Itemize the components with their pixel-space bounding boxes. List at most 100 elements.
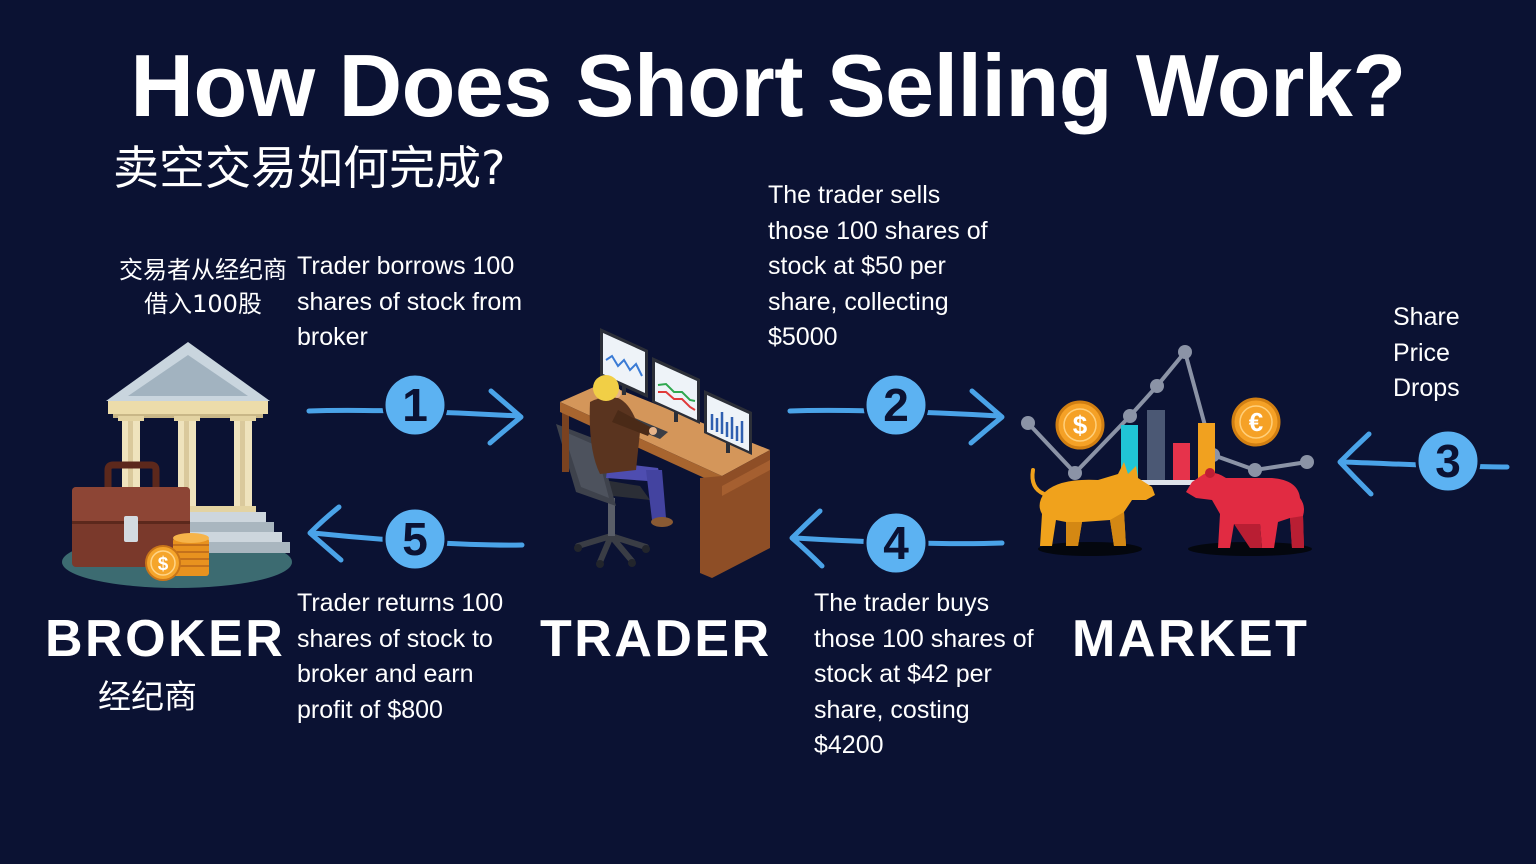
- office-chair-icon: [556, 424, 650, 568]
- step-number: 2: [883, 379, 909, 431]
- step-3-arrow: 3: [1337, 428, 1510, 497]
- chair-wheel: [628, 559, 636, 567]
- bank-column-capital: [174, 416, 200, 421]
- market-illustration: $ €: [1021, 345, 1314, 556]
- coin-symbol: €: [1249, 407, 1263, 437]
- caption-line: The trader buys: [814, 589, 990, 617]
- chart-dot: [1178, 345, 1192, 359]
- screen-line-chart: [605, 354, 643, 377]
- bar-chart-icon: [1114, 410, 1222, 485]
- chart-bar: [1173, 443, 1190, 482]
- trader-person: [589, 375, 673, 527]
- bull-shadow: [1038, 542, 1142, 556]
- trader-label: TRADER: [540, 610, 772, 668]
- chair-wheel: [574, 544, 582, 552]
- bank-entablature: [108, 401, 268, 414]
- trader-shoe: [651, 517, 673, 527]
- chair-stem: [608, 498, 615, 536]
- step-2-arrow: 2: [787, 372, 1005, 446]
- caption-line: shares of stock to: [297, 624, 493, 653]
- chair-wheel: [596, 560, 604, 568]
- bear-ear: [1205, 468, 1215, 478]
- bull-icon: [1030, 462, 1155, 546]
- screen-bar-chart: [710, 412, 744, 443]
- caption-line: Price: [1393, 338, 1450, 367]
- caption-line: $4200: [814, 731, 884, 759]
- chart-dot: [1150, 379, 1164, 393]
- step-badge: [863, 510, 929, 576]
- desk-leg: [562, 410, 569, 472]
- step-1-caption: Trader borrows 100 shares of stock from …: [297, 249, 522, 356]
- chart-dot: [1123, 409, 1137, 423]
- bear-body: [1186, 472, 1304, 548]
- caption-line: broker and earn: [297, 660, 474, 688]
- monitor-icon: [704, 390, 752, 455]
- caption-line: profit of $800: [297, 695, 443, 724]
- monitor-stand: [674, 412, 678, 422]
- step-3-caption: Share Price Drops: [1393, 300, 1460, 407]
- caption-line: Trader returns 100: [297, 589, 504, 617]
- caption-line: 交易者从经纪商: [119, 256, 287, 284]
- page-title: How Does Short Selling Work?: [130, 36, 1406, 135]
- caption-line: stock at $50 per: [768, 252, 946, 280]
- bank-column-shade: [184, 418, 189, 510]
- caption-line: $5000: [768, 323, 838, 351]
- caption-line: those 100 shares of: [768, 216, 988, 245]
- bank-column-capital: [230, 416, 256, 421]
- step-5-caption: Trader returns 100 shares of stock to br…: [297, 586, 503, 728]
- coin-rim: [1063, 408, 1097, 442]
- chair-backrest-panel: [563, 431, 609, 498]
- bull-shading: [1066, 512, 1126, 546]
- bank-column-capital: [118, 416, 144, 421]
- caption-line: Share: [1393, 303, 1460, 331]
- bank-roof-inner: [128, 355, 248, 396]
- coin-rim: [1239, 405, 1273, 439]
- step-badge: [863, 372, 929, 438]
- coin-stack-icon: $: [145, 533, 209, 581]
- caption-line: Drops: [1393, 374, 1460, 402]
- caption-line: 借入100股: [144, 290, 262, 318]
- dollar-coin-icon: $: [1055, 400, 1105, 450]
- bear-icon: [1186, 468, 1304, 548]
- monitor-stand: [726, 443, 730, 453]
- trader-hand: [649, 427, 657, 435]
- step-badge: [382, 372, 448, 438]
- euro-coin-icon: €: [1231, 397, 1281, 447]
- desk-side-panel: [700, 450, 770, 578]
- coin-stack-top: [173, 533, 209, 543]
- caption-line: broker: [297, 323, 368, 351]
- market-label: MARKET: [1072, 610, 1310, 668]
- monitor-icon: [652, 357, 700, 424]
- broker-label: BROKER: [45, 610, 286, 668]
- step-1-arrow: 1: [306, 372, 524, 446]
- chart-dot: [1248, 463, 1262, 477]
- caption-line: share, collecting: [768, 287, 949, 316]
- briefcase-flap: [72, 487, 190, 523]
- coin-stack-edges: [173, 544, 209, 567]
- broker-illustration: $: [62, 342, 292, 588]
- coin-symbol: $: [1073, 410, 1088, 440]
- chart-line: [1026, 350, 1308, 475]
- step-2-caption: The trader sells those 100 shares of sto…: [768, 178, 988, 356]
- step-number: 4: [883, 517, 909, 569]
- screen-line-chart: [657, 382, 696, 402]
- trader-shin: [646, 470, 666, 520]
- caption-line: The trader sells: [768, 181, 941, 209]
- step-badge: [1415, 428, 1481, 494]
- chart-bar: [1198, 423, 1215, 482]
- step-5-arrow: 5: [307, 504, 525, 572]
- chair-base: [575, 533, 649, 565]
- briefcase-clasp: [124, 516, 138, 542]
- screen-line-chart: [658, 391, 696, 411]
- monitor-stand: [622, 385, 626, 395]
- step-4-arrow: 4: [789, 508, 1005, 576]
- step-badge: [382, 506, 448, 572]
- briefcase-handle: [104, 461, 160, 488]
- caption-line: those 100 shares of: [814, 624, 1034, 653]
- chart-dot: [1300, 455, 1314, 469]
- trader-at-desk-icon: [556, 328, 770, 578]
- caption-line: stock at $42 per: [814, 660, 992, 688]
- step-number: 5: [402, 513, 428, 565]
- caption-line: shares of stock from: [297, 287, 523, 316]
- chart-bar: [1147, 410, 1165, 482]
